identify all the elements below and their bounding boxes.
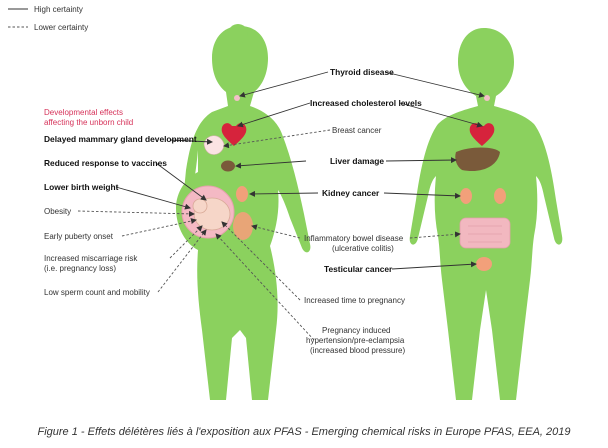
figure-caption: Figure 1 - Effets délétères liés à l'exp…: [37, 426, 571, 438]
legend: High certainty Lower certainty: [8, 5, 88, 32]
male-testicles: [476, 257, 492, 271]
label-sperm: Low sperm count and mobility: [44, 288, 150, 297]
label-breast: Breast cancer: [332, 126, 382, 135]
label-thyroid: Thyroid disease: [330, 67, 394, 77]
legend-high-label: High certainty: [34, 5, 83, 14]
label-ibd-1: Inflammatory bowel disease: [304, 234, 404, 243]
male-body-silhouette: [409, 28, 563, 400]
left-labels: Delayed mammary gland development Reduce…: [44, 134, 197, 297]
label-time-pregnancy: Increased time to pregnancy: [304, 296, 405, 305]
legend-low-label: Lower certainty: [34, 23, 88, 32]
label-pregnancy-2: hypertension/pre-eclampsia: [306, 336, 405, 345]
label-kidney: Kidney cancer: [322, 188, 380, 198]
label-obesity: Obesity: [44, 207, 71, 216]
label-ibd-2: (ulcerative colitis): [332, 244, 394, 253]
developmental-heading: Developmental effects affecting the unbo…: [44, 108, 133, 127]
female-hair-bun: [228, 24, 248, 44]
female-thyroid: [234, 95, 240, 101]
male-thyroid: [484, 95, 490, 101]
label-pregnancy-3: (increased blood pressure): [310, 346, 405, 355]
male-kidney-left: [460, 188, 472, 204]
label-birth-weight: Lower birth weight: [44, 182, 119, 192]
intestine-folds: [468, 225, 502, 243]
dev-heading-line2: affecting the unborn child: [44, 118, 133, 127]
label-mammary: Delayed mammary gland development: [44, 134, 197, 144]
female-figure: [176, 24, 311, 400]
male-liver: [455, 147, 500, 172]
label-liver: Liver damage: [330, 156, 384, 166]
male-kidney-right: [494, 188, 506, 204]
female-kidney: [236, 186, 248, 202]
label-miscarriage-1: Increased miscarriage risk: [44, 254, 138, 263]
label-miscarriage-2: (i.e. pregnancy loss): [44, 264, 116, 273]
center-labels: Thyroid disease Increased cholesterol le…: [304, 67, 422, 355]
label-pregnancy-1: Pregnancy induced: [322, 326, 391, 335]
label-puberty: Early puberty onset: [44, 232, 114, 241]
breast: [203, 135, 225, 155]
label-cholesterol: Increased cholesterol levels: [310, 98, 422, 108]
male-heart: [469, 123, 495, 146]
connectors: [77, 71, 485, 341]
female-heart: [221, 123, 247, 146]
label-testicular: Testicular cancer: [324, 264, 393, 274]
female-liver: [221, 160, 235, 172]
label-vaccines: Reduced response to vaccines: [44, 158, 167, 168]
dev-heading-line1: Developmental effects: [44, 108, 123, 117]
placenta: [233, 212, 253, 240]
male-figure: [409, 28, 563, 400]
fetus-head: [192, 198, 208, 214]
male-intestines: [459, 217, 511, 249]
